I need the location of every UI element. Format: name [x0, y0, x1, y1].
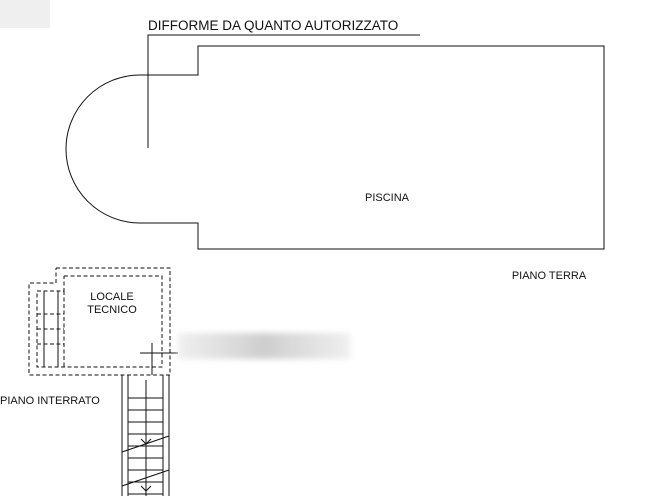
- redacted-area: [178, 333, 350, 359]
- nonconformity-note: DIFFORME DA QUANTO AUTORIZZATO: [148, 18, 398, 33]
- technical-room-label-line2: TECNICO: [87, 304, 137, 316]
- pool-label: PISCINA: [365, 192, 410, 204]
- technical-room: [28, 267, 171, 376]
- technical-room-wall-ticks: [43, 291, 59, 367]
- basement-floor-label: PIANO INTERRATO: [0, 395, 100, 407]
- redacted-area-top: [0, 0, 50, 28]
- stairs: [121, 375, 170, 496]
- technical-room-label-line1: LOCALE: [90, 291, 133, 303]
- pool-outline: [65, 45, 605, 250]
- ground-floor-label: PIANO TERRA: [512, 270, 587, 282]
- nonconformity-leader-line: [147, 34, 420, 148]
